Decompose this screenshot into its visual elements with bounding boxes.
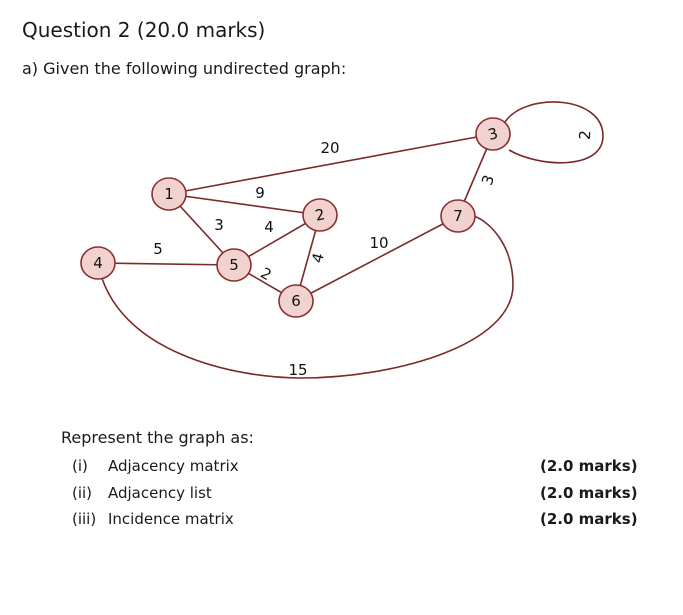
weight-6-7: 10 [369,234,388,252]
node-3: 3 [475,117,511,151]
weight-4-7: 15 [288,361,307,379]
task-label: Adjacency matrix [108,457,239,475]
task-number: (i) [72,457,88,475]
weight-3-3: 2 [576,129,595,140]
svg-text:3: 3 [486,124,500,144]
weight-2-6: 4 [308,251,328,265]
task-marks: (2.0 marks) [540,484,638,502]
edge-4-7 [97,215,514,379]
edge-1-3 [168,133,494,195]
part-a-text: a) Given the following undirected graph: [22,59,347,78]
question-title: Question 2 (20.0 marks) [22,18,266,42]
edge-3-3-loop [504,101,604,164]
edge-4-5 [97,262,235,266]
task-label: Incidence matrix [108,510,234,528]
node-1: 1 [151,177,187,211]
svg-text:6: 6 [291,292,301,310]
task-number: (ii) [72,484,93,502]
svg-text:4: 4 [93,254,103,272]
node-6: 6 [278,284,314,318]
task-item: (iii) Incidence matrix (2.0 marks) [0,510,683,530]
node-2: 2 [302,198,338,232]
represent-prompt: Represent the graph as: [61,428,254,447]
weight-4-5: 5 [153,240,163,258]
node-5: 5 [216,248,252,282]
svg-text:2: 2 [313,205,326,225]
task-item: (ii) Adjacency list (2.0 marks) [0,484,683,504]
task-label: Adjacency list [108,484,212,502]
weight-1-5: 3 [214,216,224,234]
edge-6-7 [295,215,459,302]
task-item: (i) Adjacency matrix (2.0 marks) [0,457,683,477]
weight-1-3: 20 [320,139,339,157]
weight-5-6: 2 [257,264,274,284]
svg-text:7: 7 [453,207,463,225]
edge-1-2 [168,193,321,216]
weight-5-2: 4 [264,218,274,236]
node-7: 7 [440,199,476,233]
graph-diagram: 20 9 3 4 5 2 4 10 3 2 15 1 2 3 4 5 6 7 [80,101,604,379]
task-marks: (2.0 marks) [540,457,638,475]
node-4: 4 [80,246,116,280]
svg-text:5: 5 [229,256,239,274]
task-marks: (2.0 marks) [540,510,638,528]
svg-text:1: 1 [164,185,174,203]
weight-7-3: 3 [478,172,498,187]
weight-1-2: 9 [255,184,265,202]
task-number: (iii) [72,510,97,528]
